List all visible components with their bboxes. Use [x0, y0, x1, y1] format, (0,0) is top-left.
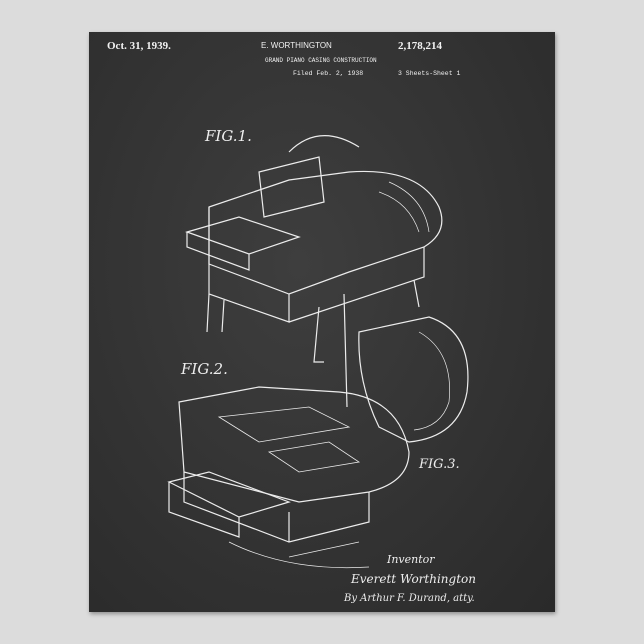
figure-3-label: FIG.3. [419, 457, 460, 472]
piano-drawing [89, 32, 555, 612]
figure-2-label: FIG.2. [181, 360, 228, 378]
figure-1-label: FIG.1. [205, 127, 252, 145]
inventor-label: Inventor [387, 553, 435, 566]
attorney-signature: By Arthur F. Durand, atty. [344, 593, 475, 604]
patent-poster: Oct. 31, 1939. E. WORTHINGTON 2,178,214 … [89, 32, 555, 612]
inventor-signature: Everett Worthington [351, 572, 476, 586]
fig3-lid-drawing [359, 317, 468, 442]
